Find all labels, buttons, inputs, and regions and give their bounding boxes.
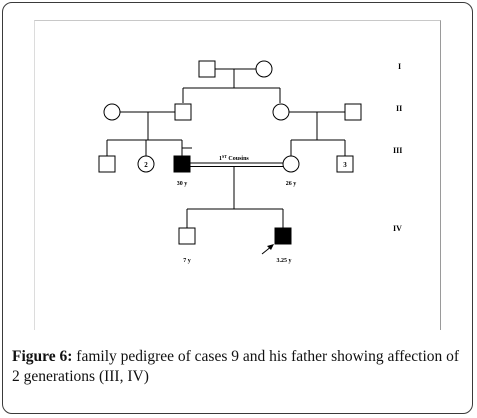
son-unaffected-square: [178, 227, 196, 245]
maternal-grandfather-square: [344, 103, 362, 121]
generation-label-iii: III: [393, 146, 402, 155]
generation-label-ii: II: [396, 104, 402, 113]
aunts-circle: [137, 155, 155, 173]
figure-panel: [34, 20, 441, 330]
mother-circle: [282, 155, 300, 173]
figure-caption-label: Figure 6:: [12, 348, 73, 365]
generation-label-iv: IV: [393, 224, 402, 233]
figure-caption-text: family pedigree of cases 9 and his fathe…: [12, 348, 460, 385]
generation-label-i: I: [398, 62, 401, 71]
grandfather-square: [198, 60, 216, 78]
father-age: 30 y: [177, 181, 188, 187]
consanguinity-label: 1ST Cousins: [219, 154, 249, 162]
paternal-grandfather-square: [174, 103, 192, 121]
maternal-uncles-square: [336, 155, 354, 173]
father-affected-square: [173, 155, 191, 173]
proband-affected-square: [274, 227, 292, 245]
sibship-count-right: 3: [343, 161, 347, 169]
figure-frame: [2, 2, 473, 414]
mother-age: 26 y: [286, 181, 297, 187]
maternal-grandmother-circle: [272, 103, 290, 121]
uncle-square: [98, 155, 116, 173]
pedigree-lines: [106, 68, 346, 255]
proband-arrow-icon: [267, 244, 274, 250]
figure-caption: Figure 6: family pedigree of cases 9 and…: [12, 347, 467, 387]
paternal-grandmother-circle: [103, 103, 121, 121]
son-age: 7 y: [183, 258, 191, 264]
grandmother-circle: [255, 60, 273, 78]
proband-age: 3.25 y: [277, 258, 292, 264]
sibship-count-left: 2: [144, 161, 148, 169]
